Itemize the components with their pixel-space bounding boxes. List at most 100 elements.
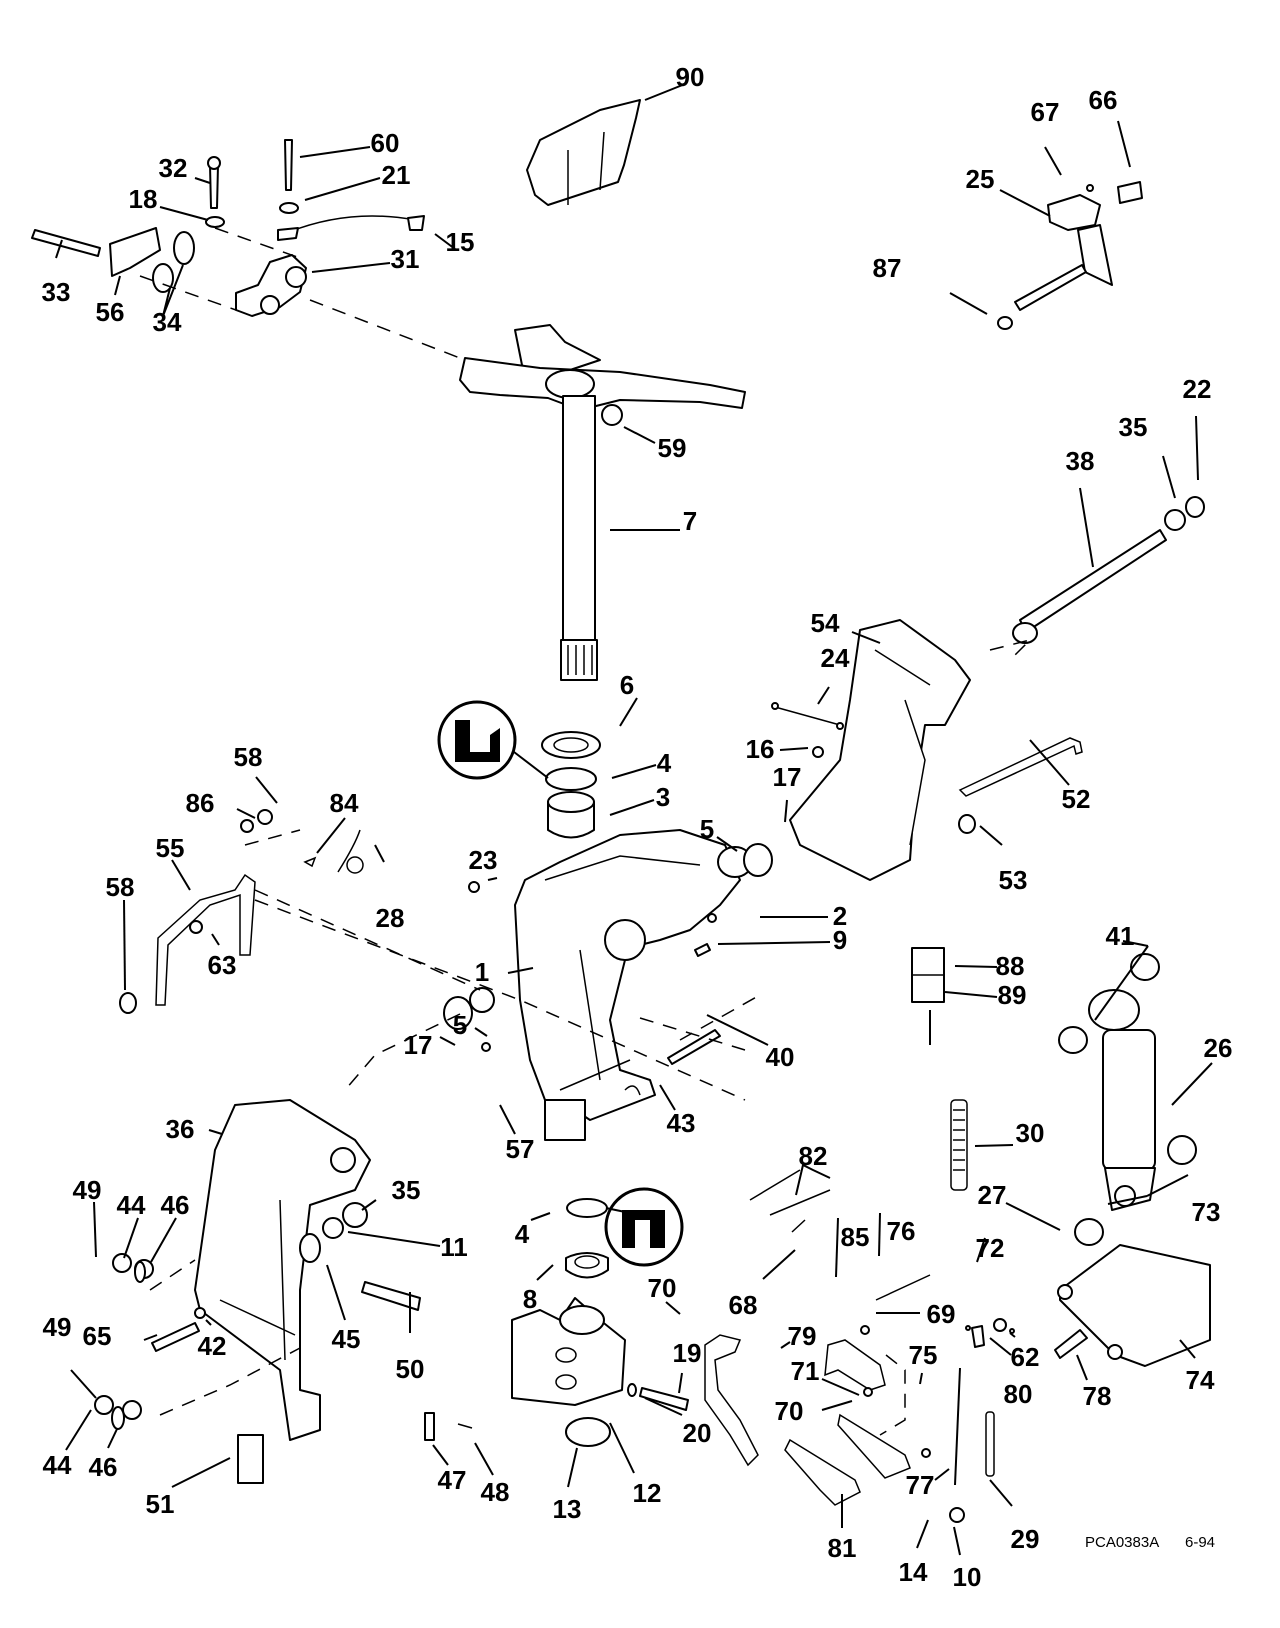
label-part-5a: 5 xyxy=(700,814,714,844)
label-part-17: 17 xyxy=(773,762,802,792)
label-part-46a: 46 xyxy=(161,1190,190,1220)
label-part-82: 82 xyxy=(799,1141,828,1171)
part-88-block xyxy=(911,947,968,1191)
label-part-4: 4 xyxy=(657,748,672,778)
label-part-57: 57 xyxy=(506,1134,535,1164)
seal-symbol-upper xyxy=(437,700,549,780)
label-part-62: 62 xyxy=(1011,1342,1040,1372)
label-part-46b: 46 xyxy=(89,1452,118,1482)
label-part-77: 77 xyxy=(906,1470,935,1500)
drawing-code: PCA0383A xyxy=(1085,1534,1159,1551)
label-part-75: 75 xyxy=(909,1340,938,1370)
label-part-66: 66 xyxy=(1089,85,1118,115)
assembly-lines xyxy=(139,227,1033,1436)
label-part-56: 56 xyxy=(96,297,125,327)
part-31-clamp xyxy=(31,139,425,317)
label-part-76: 76 xyxy=(887,1216,916,1246)
part-small-hardware xyxy=(443,843,773,1096)
label-part-9: 9 xyxy=(833,925,847,955)
label-part-49b: 49 xyxy=(43,1312,72,1342)
label-part-29: 29 xyxy=(1011,1524,1040,1554)
label-part-79: 79 xyxy=(788,1321,817,1351)
label-part-16: 16 xyxy=(746,734,775,764)
label-part-35b: 35 xyxy=(392,1175,421,1205)
label-part-67: 67 xyxy=(1031,97,1060,127)
label-part-73: 73 xyxy=(1192,1197,1221,1227)
label-part-24: 24 xyxy=(821,643,850,673)
label-part-10: 10 xyxy=(953,1562,982,1592)
label-part-58a: 58 xyxy=(234,742,263,772)
part-25-bracket xyxy=(997,181,1143,330)
part-labels: 90 67 66 60 32 21 18 25 15 33 56 31 34 8… xyxy=(42,62,1233,1592)
label-part-17b: 17 xyxy=(404,1030,433,1060)
label-part-15: 15 xyxy=(446,227,475,257)
label-part-41: 41 xyxy=(1106,921,1135,951)
label-part-70a: 70 xyxy=(648,1273,677,1303)
label-part-78: 78 xyxy=(1083,1381,1112,1411)
label-part-19: 19 xyxy=(673,1338,702,1368)
label-part-36: 36 xyxy=(166,1114,195,1144)
label-part-13: 13 xyxy=(553,1494,582,1524)
label-part-53: 53 xyxy=(999,865,1028,895)
label-part-40: 40 xyxy=(766,1042,795,1072)
label-part-60: 60 xyxy=(371,128,400,158)
label-part-80: 80 xyxy=(1004,1379,1033,1409)
part-90-cover xyxy=(526,99,641,206)
label-part-11: 11 xyxy=(440,1232,468,1262)
label-part-47: 47 xyxy=(438,1465,467,1495)
label-part-52: 52 xyxy=(1062,784,1091,814)
label-part-21: 21 xyxy=(382,160,411,190)
label-part-68: 68 xyxy=(729,1290,758,1320)
part-1-swivel-bracket xyxy=(514,829,741,1141)
label-part-49a: 49 xyxy=(73,1175,102,1205)
label-part-45: 45 xyxy=(332,1324,361,1354)
part-54-stern-bracket xyxy=(789,619,971,881)
label-part-65: 65 xyxy=(83,1321,112,1351)
part-lower-bearings xyxy=(565,1198,609,1279)
label-part-3: 3 xyxy=(656,782,670,812)
label-part-63: 63 xyxy=(208,950,237,980)
label-part-1: 1 xyxy=(475,957,489,987)
label-part-7: 7 xyxy=(683,506,697,536)
label-part-84: 84 xyxy=(330,788,359,818)
label-part-89: 89 xyxy=(998,980,1027,1010)
part-26-cylinder xyxy=(1058,953,1197,1246)
label-part-48: 48 xyxy=(481,1477,510,1507)
label-part-20: 20 xyxy=(683,1418,712,1448)
label-part-25: 25 xyxy=(966,164,995,194)
part-7-steering-arm xyxy=(459,324,746,681)
label-part-81: 81 xyxy=(828,1533,857,1563)
label-part-86: 86 xyxy=(186,788,215,818)
label-part-50: 50 xyxy=(396,1354,425,1384)
part-55-lever xyxy=(119,809,364,1014)
label-part-2: 2 xyxy=(833,901,847,931)
label-part-74: 74 xyxy=(1186,1365,1215,1395)
label-part-85: 85 xyxy=(841,1222,870,1252)
label-part-70b: 70 xyxy=(775,1396,804,1426)
part-upper-bearings xyxy=(541,731,601,839)
label-part-59: 59 xyxy=(658,433,687,463)
part-12-housing xyxy=(511,1297,689,1447)
label-part-58b: 58 xyxy=(106,872,135,902)
label-part-5b: 5 xyxy=(453,1010,467,1040)
label-part-44b: 44 xyxy=(43,1450,72,1480)
label-part-6: 6 xyxy=(620,670,634,700)
label-part-51: 51 xyxy=(146,1489,175,1519)
label-part-87: 87 xyxy=(873,253,902,283)
label-part-26: 26 xyxy=(1204,1033,1233,1063)
label-part-43: 43 xyxy=(667,1108,696,1138)
label-part-38: 38 xyxy=(1066,446,1095,476)
drawing-date: 6-94 xyxy=(1185,1534,1215,1551)
label-part-33: 33 xyxy=(42,277,71,307)
label-part-54: 54 xyxy=(811,608,840,638)
label-part-30: 30 xyxy=(1016,1118,1045,1148)
label-part-32: 32 xyxy=(159,153,188,183)
seal-symbol-lower xyxy=(604,1187,684,1267)
label-part-88: 88 xyxy=(996,951,1025,981)
label-part-31: 31 xyxy=(391,244,420,274)
label-part-35: 35 xyxy=(1119,412,1148,442)
part-36-stern-bracket xyxy=(194,1099,371,1441)
label-part-14: 14 xyxy=(899,1557,928,1587)
label-part-90: 90 xyxy=(676,62,705,92)
